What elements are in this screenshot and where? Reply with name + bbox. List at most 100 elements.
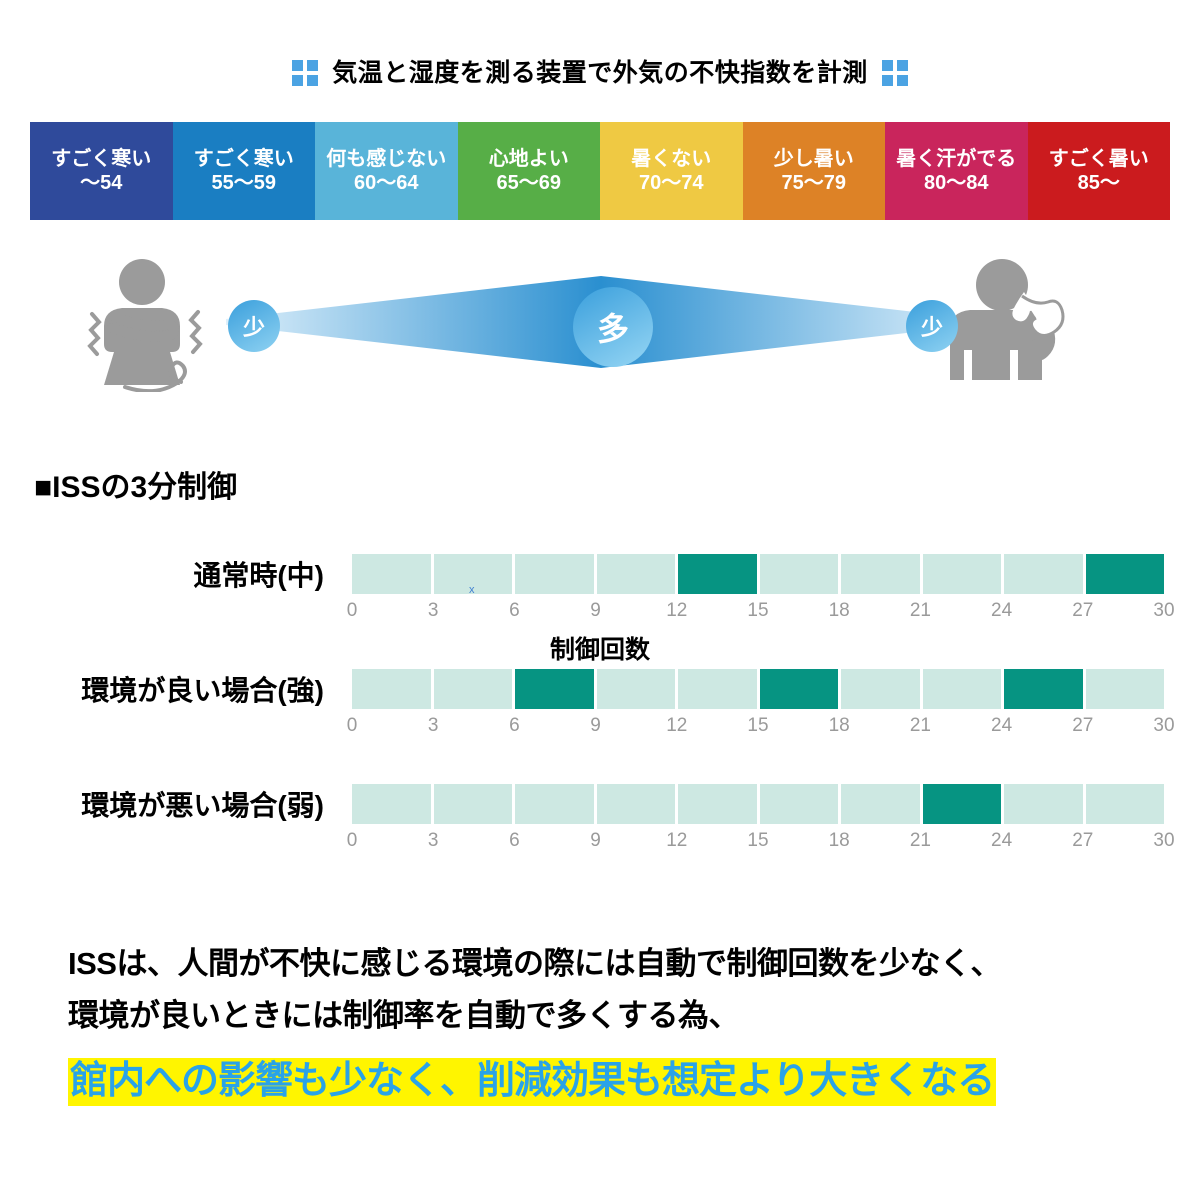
comfort-band-range: ～54 <box>80 172 123 194</box>
timeline-segment-idle <box>759 784 838 824</box>
control-count-diagram: 制御回数 <box>0 252 1200 664</box>
timeline-segment-idle <box>515 784 594 824</box>
axis-tick-label: 30 <box>1153 830 1175 851</box>
timeline-segment-idle <box>841 669 920 709</box>
conclusion-line-1: ISSは、人間が不快に感じる環境の際には自動で制御回数を少なく、 <box>68 946 1001 981</box>
axis-tick-label: 9 <box>590 830 601 851</box>
sweating-person-icon <box>940 252 1110 397</box>
comfort-band-range: 85～ <box>1077 172 1120 194</box>
control-frequency-band <box>226 272 976 372</box>
comfort-band-range: 55～59 <box>211 172 277 194</box>
comfort-band-range: 70～74 <box>639 172 704 194</box>
timeline-segment-idle <box>1004 554 1083 594</box>
timeline-segment-idle <box>433 784 512 824</box>
timeline-segment-idle <box>352 554 431 594</box>
four-squares-icon-left <box>292 60 319 86</box>
conclusion-paragraph: ISSは、人間が不快に感じる環境の際には自動で制御回数を少なく、 環境が良いとき… <box>68 938 1148 1042</box>
shivering-person-icon <box>70 252 240 392</box>
axis-tick-label: 6 <box>509 830 520 851</box>
timeline-segment-idle <box>596 669 675 709</box>
timeline-segment-idle <box>596 784 675 824</box>
axis-tick-label: 12 <box>666 830 688 851</box>
axis-tick-label: 6 <box>509 715 520 736</box>
axis-tick-label: 21 <box>909 830 931 851</box>
timeline-segment-idle <box>922 669 1001 709</box>
axis-tick-label: 6 <box>509 600 520 621</box>
timeline-label: 環境が悪い場合(弱) <box>81 790 324 821</box>
comfort-band-0: すごく寒い～54 <box>30 122 173 220</box>
timeline-label: 環境が良い場合(強) <box>81 675 324 706</box>
axis-tick-label: 30 <box>1153 600 1175 621</box>
axis-tick-label: 27 <box>1072 830 1094 851</box>
axis-tick-label: 30 <box>1153 715 1175 736</box>
bubble-left-few: 少 <box>228 300 280 352</box>
comfort-band-range: 75～79 <box>781 172 847 194</box>
axis-tick-label: 0 <box>346 600 358 621</box>
timeline-segment-idle <box>841 784 920 824</box>
axis-tick-label: 18 <box>828 830 850 851</box>
axis-tick-label: 21 <box>909 600 931 621</box>
timeline-x-marker: x <box>469 584 475 596</box>
comfort-band-label: すごく寒い <box>193 147 294 170</box>
comfort-band-range: 65～69 <box>496 172 562 194</box>
axis-tick-label: 0 <box>346 715 358 736</box>
timeline-segment-active <box>678 554 757 594</box>
timeline-segment-idle <box>1004 784 1083 824</box>
timeline-segment-idle <box>1085 784 1164 824</box>
axis-tick-label: 15 <box>747 830 769 851</box>
comfort-band-label: 暑く汗がでる <box>896 147 1017 170</box>
timeline-segment-idle <box>922 554 1001 594</box>
axis-tick-label: 15 <box>747 715 769 736</box>
comfort-band-label: 少し暑い <box>773 147 854 170</box>
axis-tick-label: 24 <box>991 830 1013 851</box>
timeline-label: 通常時(中) <box>193 560 324 591</box>
timeline-segment-active <box>515 669 594 709</box>
timeline-segment-idle <box>352 784 431 824</box>
bubble-right-few: 少 <box>906 300 958 352</box>
timeline-segment-active <box>1085 554 1164 594</box>
timeline-segment-active <box>922 784 1001 824</box>
axis-tick-label: 3 <box>427 715 439 736</box>
axis-tick-label: 9 <box>590 715 601 736</box>
four-squares-icon-right <box>881 60 908 86</box>
bubble-center-many: 多 <box>573 287 653 367</box>
timeline-track <box>352 554 1164 594</box>
timeline-segment-idle <box>678 669 757 709</box>
comfort-band-label: 暑くない <box>631 147 712 170</box>
section-heading: ■ISSの3分制御 <box>34 471 238 504</box>
timeline-segment-idle <box>1085 669 1164 709</box>
comfort-band-label: 何も感じない <box>326 147 447 170</box>
timeline-segment-idle <box>841 554 920 594</box>
axis-tick-label: 18 <box>828 715 850 736</box>
timeline-segment-idle <box>433 669 512 709</box>
comfort-band-range: 60～64 <box>354 172 419 194</box>
conclusion-line-2: 環境が良いときには制御率を自動で多くする為、 <box>68 998 740 1034</box>
timeline-track <box>352 669 1164 709</box>
axis-tick-label: 3 <box>427 830 439 851</box>
axis-tick-label: 21 <box>909 715 931 736</box>
axis-tick-label: 18 <box>828 600 850 621</box>
axis-tick-label: 9 <box>590 600 601 621</box>
timeline-segment-active <box>1004 669 1083 709</box>
diagram-caption: 制御回数 <box>549 636 650 664</box>
timeline-segment-active <box>759 669 838 709</box>
axis-tick-label: 27 <box>1072 600 1094 621</box>
timeline-segment-idle <box>433 554 512 594</box>
axis-tick-label: 24 <box>991 600 1013 621</box>
timeline-segment-idle <box>759 554 838 594</box>
page-header: 気温と湿度を測る装置で外気の不快指数を計測 <box>0 0 1200 90</box>
comfort-band-range: 80～84 <box>924 172 989 194</box>
